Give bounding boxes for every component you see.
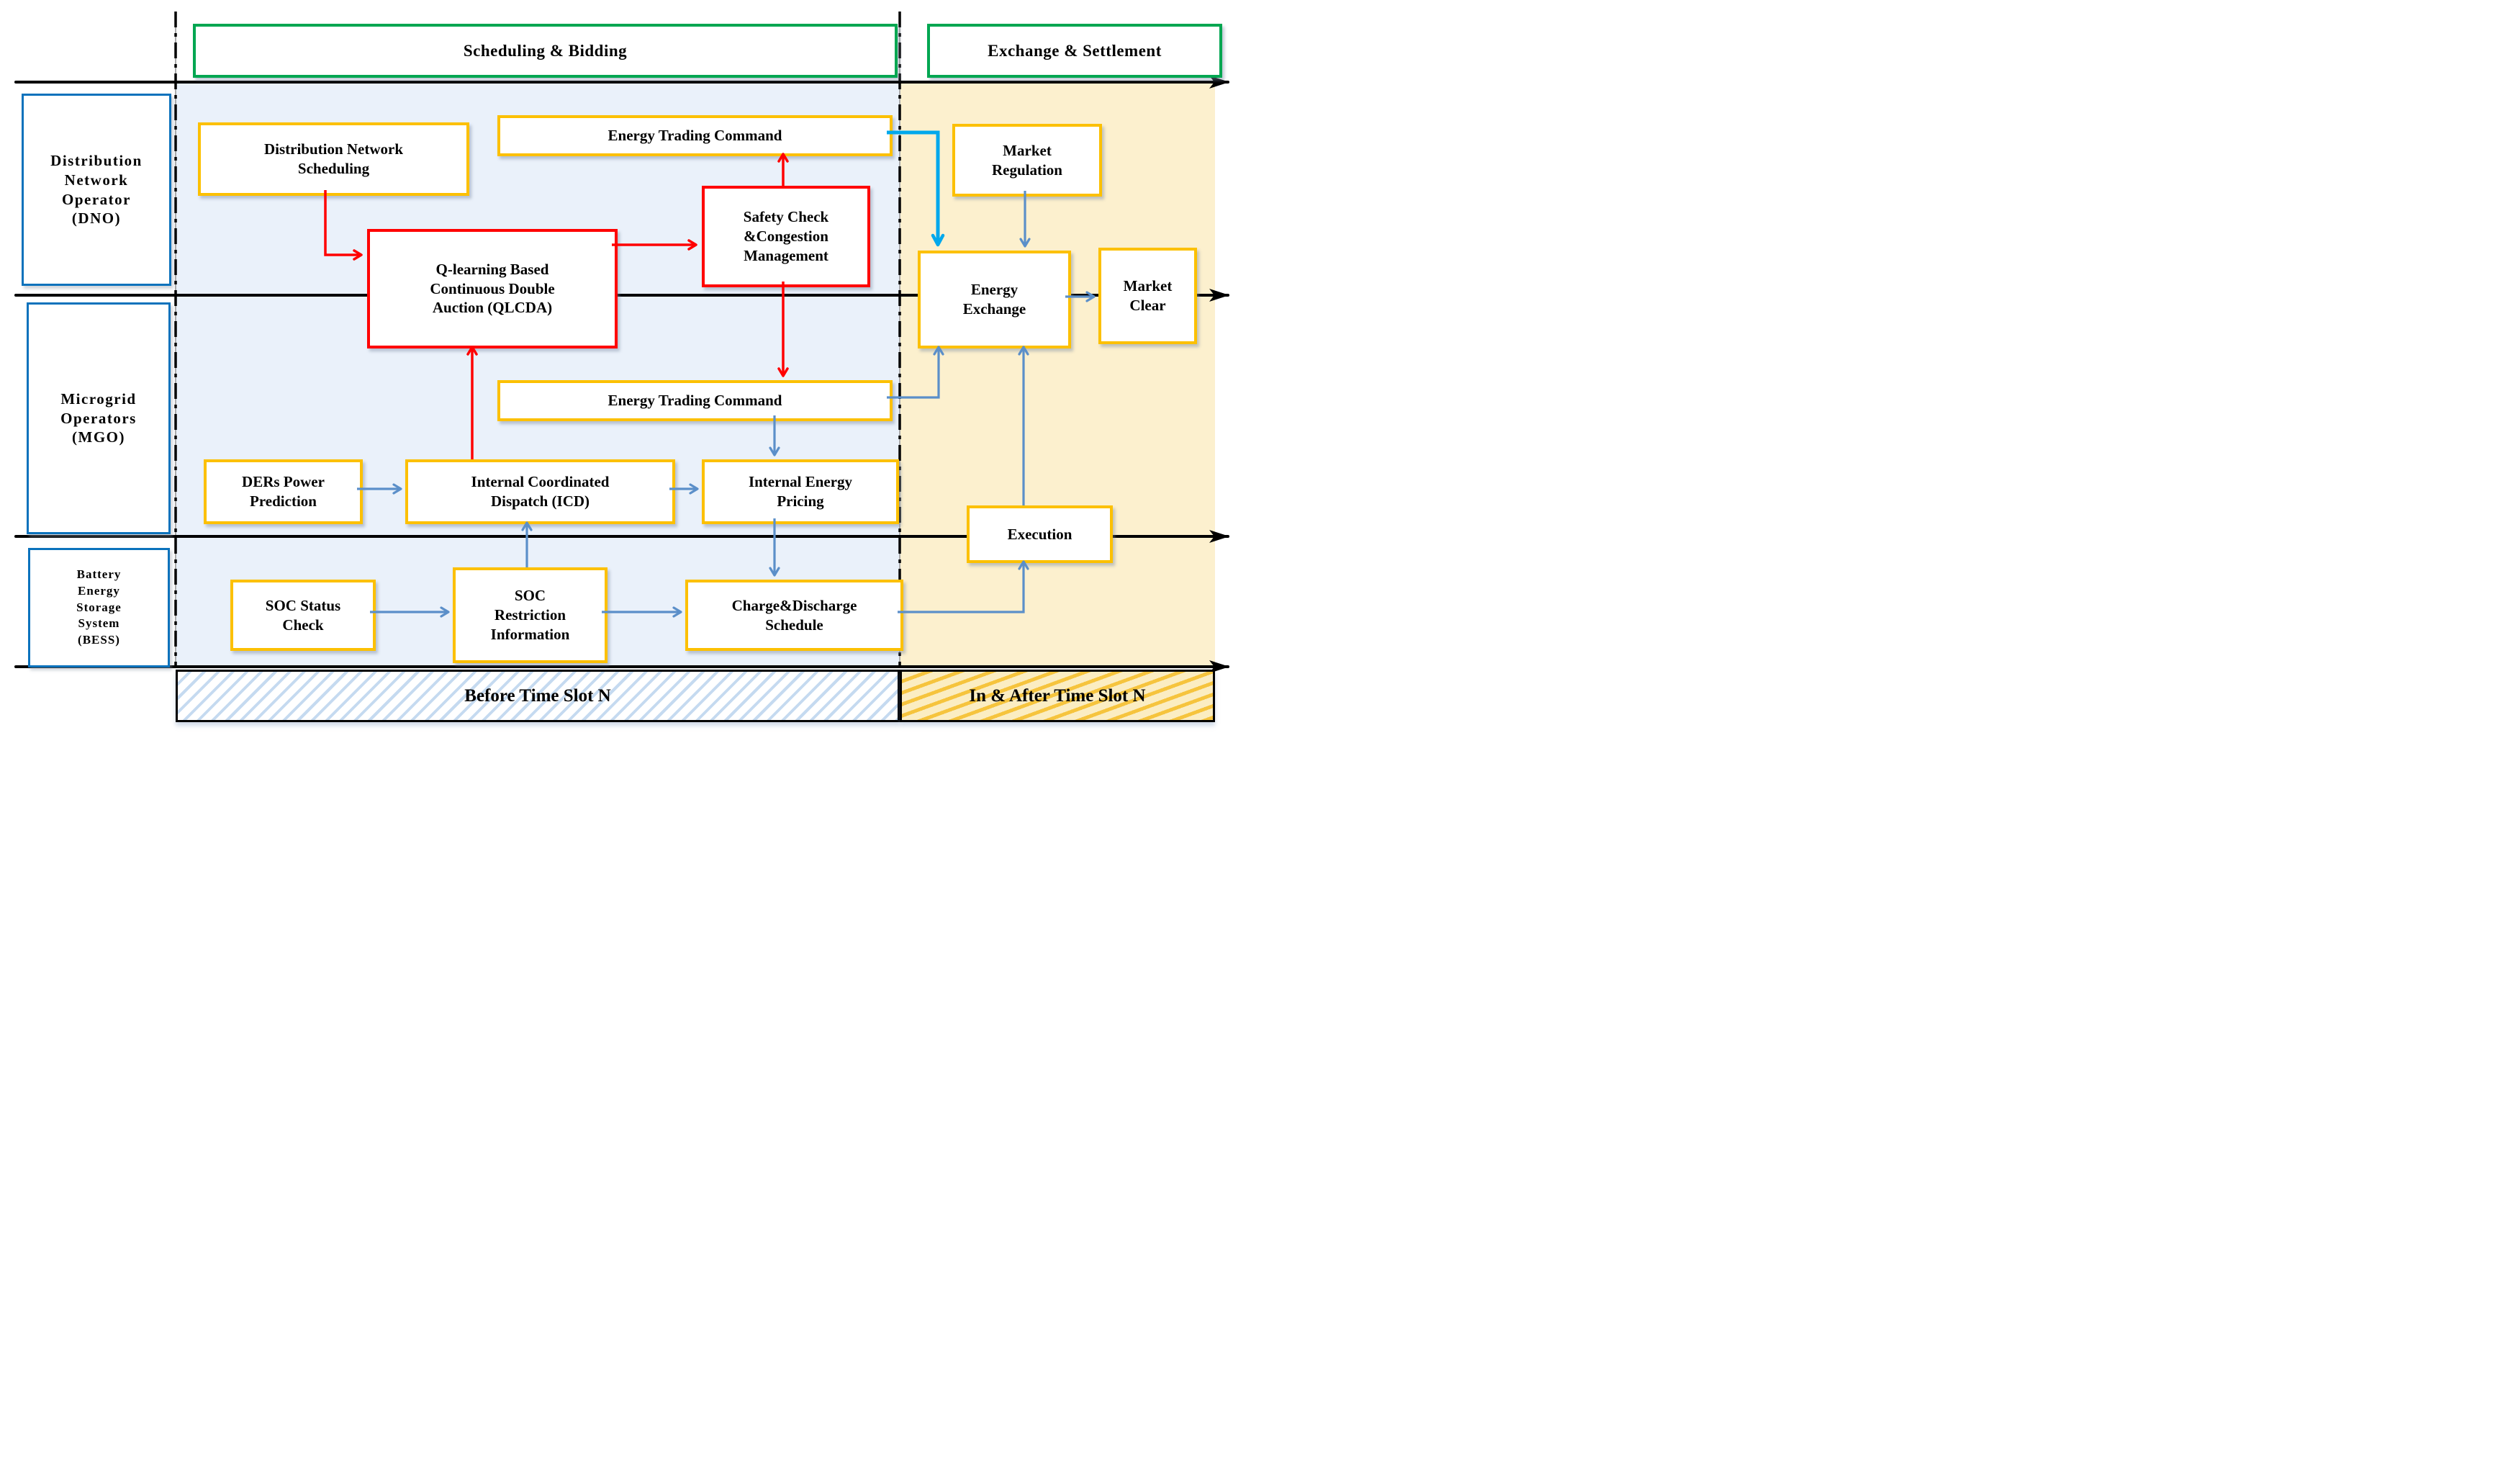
node-internal-energy-pricing: Internal Energy Pricing (702, 459, 899, 524)
arrow-etc-top-to-energy-exchange (887, 130, 945, 247)
node-ders-power-prediction: DERs Power Prediction (204, 459, 363, 524)
band-before-time-slot: Before Time Slot N (176, 670, 900, 722)
node-distribution-network-scheduling-label: Distribution Network Scheduling (263, 140, 404, 177)
node-ders-power-prediction-label: DERs Power Prediction (242, 473, 325, 510)
node-market-clear-label: Market Clear (1123, 277, 1173, 314)
node-execution-label: Execution (1007, 525, 1072, 543)
node-internal-coordinated-dispatch: Internal Coordinated Dispatch (ICD) (405, 459, 675, 524)
node-charge-discharge-schedule-label: Charge&Discharge Schedule (731, 596, 857, 634)
band-after-time-slot: In & After Time Slot N (900, 670, 1215, 722)
arrow-dns-to-qlcda (324, 190, 363, 261)
flow-arrows-layer (324, 130, 1096, 618)
phase-scheduling-bidding-label: Scheduling & Bidding (463, 41, 628, 60)
band-before-time-slot-label: Before Time Slot N (464, 685, 611, 706)
node-soc-status-check: SOC Status Check (230, 580, 376, 651)
phase-scheduling-bidding: Scheduling & Bidding (193, 24, 898, 78)
band-after-time-slot-label: In & After Time Slot N (969, 685, 1146, 706)
node-execution: Execution (967, 505, 1113, 563)
swimlane-diagram: Scheduling & Bidding Exchange & Settleme… (0, 0, 1260, 738)
lane-mgo: Microgrid Operators (MGO) (27, 302, 171, 534)
node-energy-exchange: Energy Exchange (918, 251, 1071, 348)
node-energy-trading-command-top-label: Energy Trading Command (608, 127, 782, 145)
node-soc-restriction-information: SOC Restriction Information (453, 567, 608, 663)
lane-mgo-label: Microgrid Operators (MGO) (60, 390, 137, 446)
node-distribution-network-scheduling: Distribution Network Scheduling (198, 122, 469, 196)
node-safety-check-congestion: Safety Check &Congestion Management (702, 186, 870, 287)
node-market-clear: Market Clear (1098, 248, 1197, 344)
arrow-etc-mid-to-energy-exchange (887, 346, 944, 399)
lane-bess-label: Battery Energy Storage System (BESS) (76, 567, 122, 647)
node-energy-exchange-label: Energy Exchange (962, 281, 1026, 318)
node-safety-check-congestion-label: Safety Check &Congestion Management (743, 208, 829, 264)
node-qlcda: Q-learning Based Continuous Double Aucti… (367, 229, 618, 348)
node-energy-trading-command-top: Energy Trading Command (497, 115, 893, 156)
phase-exchange-settlement: Exchange & Settlement (927, 24, 1222, 78)
lane-dno-label: Distribution Network Operator (DNO) (50, 151, 143, 228)
node-soc-status-check-label: SOC Status Check (265, 596, 341, 634)
lane-bess: Battery Energy Storage System (BESS) (28, 548, 170, 667)
node-charge-discharge-schedule: Charge&Discharge Schedule (685, 580, 903, 651)
node-qlcda-label: Q-learning Based Continuous Double Aucti… (430, 260, 555, 317)
node-internal-energy-pricing-label: Internal Energy Pricing (748, 473, 853, 510)
phase-exchange-settlement-label: Exchange & Settlement (988, 41, 1162, 60)
node-soc-restriction-information-label: SOC Restriction Information (490, 587, 570, 643)
node-energy-trading-command-mid: Energy Trading Command (497, 380, 893, 421)
lane-dno: Distribution Network Operator (DNO) (22, 94, 171, 286)
arrow-cd-schedule-to-execution (898, 560, 1029, 613)
node-energy-trading-command-mid-label: Energy Trading Command (608, 392, 782, 410)
node-market-regulation-label: Market Regulation (991, 141, 1062, 179)
node-market-regulation: Market Regulation (952, 124, 1102, 197)
node-internal-coordinated-dispatch-label: Internal Coordinated Dispatch (ICD) (471, 473, 610, 510)
